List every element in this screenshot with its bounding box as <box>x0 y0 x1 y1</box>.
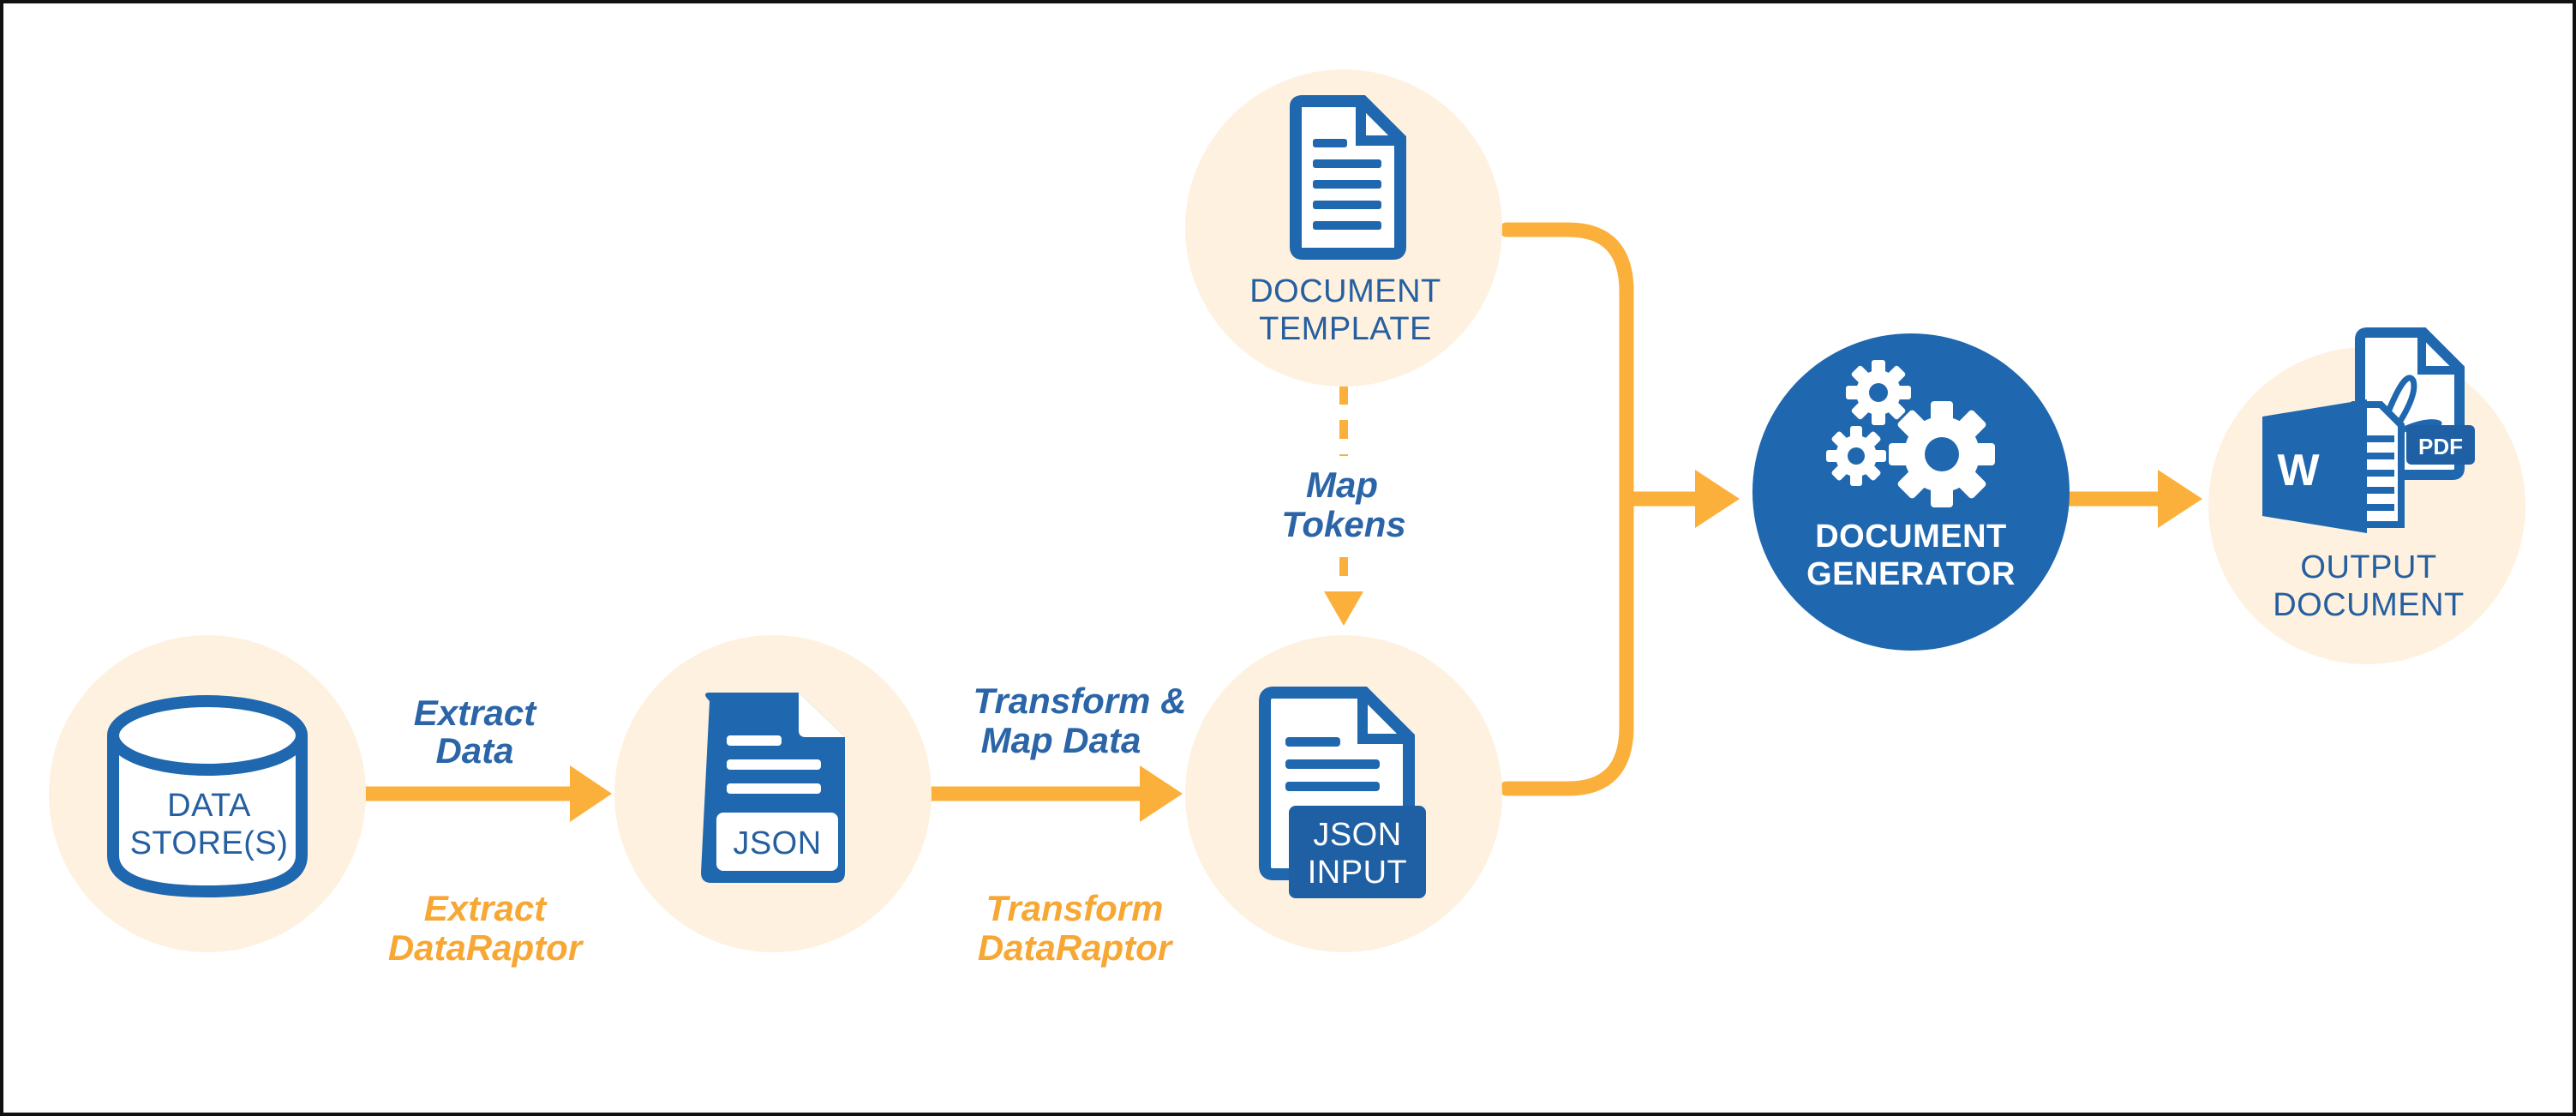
json-input-badge-line2: INPUT <box>1308 855 1408 891</box>
data-store-label-line2: STORE(S) <box>130 825 289 861</box>
document-template-label-line1: DOCUMENT <box>1249 273 1441 309</box>
output-arrow-head <box>2158 470 2202 528</box>
output-document-label-line2: DOCUMENT <box>2273 587 2465 623</box>
merge-bracket <box>1499 222 1634 796</box>
json-badge <box>716 813 838 871</box>
document-template-label-line2: TEMPLATE <box>1259 311 1432 347</box>
merge-arrow-head <box>1695 470 1740 528</box>
json-input-file-icon <box>1259 687 1426 898</box>
gears-icon <box>1826 360 1995 507</box>
map-tokens-label-line2: Tokens <box>1281 504 1405 544</box>
pdf-badge <box>2406 425 2475 465</box>
document-icon <box>1290 95 1406 260</box>
extract-dataraptor-label-line2: DataRaptor <box>388 927 584 968</box>
extract-dataraptor-label-line1: Extract <box>424 888 548 928</box>
output-document-label-line1: OUTPUT <box>2300 549 2436 585</box>
transform-map-label-line2: Map Data <box>981 720 1141 760</box>
transform-dataraptor-label-line1: Transform <box>986 888 1164 928</box>
word-file-icon <box>2262 399 2405 533</box>
word-letter: W <box>2277 446 2320 495</box>
json-file-icon <box>701 693 845 883</box>
map-tokens-label-background <box>1280 456 1409 550</box>
data-store-label-line1: DATA <box>167 788 251 824</box>
json-input-badge <box>1289 806 1426 898</box>
transform-map-label-line1: Transform & <box>973 681 1187 721</box>
extract-data-label-line2: Data <box>435 730 513 771</box>
node-document-generator: DOCUMENT GENERATOR <box>1752 333 2070 651</box>
extract-arrow-head <box>570 765 612 822</box>
node-data-store: DATA STORE(S) <box>49 635 366 952</box>
connectors <box>357 222 2202 822</box>
node-output-document: PDF W OUTPUT DOCUMENT <box>2208 327 2525 664</box>
document-generator-label-line2: GENERATOR <box>1806 556 2016 592</box>
json-input-badge-line1: JSON <box>1313 817 1401 853</box>
map-tokens-label-line1: Map <box>1306 465 1378 505</box>
transform-arrow-head <box>1140 765 1183 822</box>
map-tokens-arrow-head <box>1324 591 1363 626</box>
node-json-input: JSON INPUT <box>1185 635 1502 952</box>
extract-data-label-line1: Extract <box>414 693 537 733</box>
database-cylinder-icon <box>107 695 308 898</box>
node-document-template: DOCUMENT TEMPLATE <box>1185 69 1502 387</box>
transform-dataraptor-label-line2: DataRaptor <box>978 927 1174 968</box>
step-labels: Extract Data Extract DataRaptor Transfor… <box>388 456 1409 968</box>
node-json: JSON <box>614 635 932 952</box>
document-generator-label-line1: DOCUMENT <box>1815 519 2007 555</box>
json-badge-label: JSON <box>733 825 821 861</box>
pdf-badge-label: PDF <box>2418 434 2463 459</box>
